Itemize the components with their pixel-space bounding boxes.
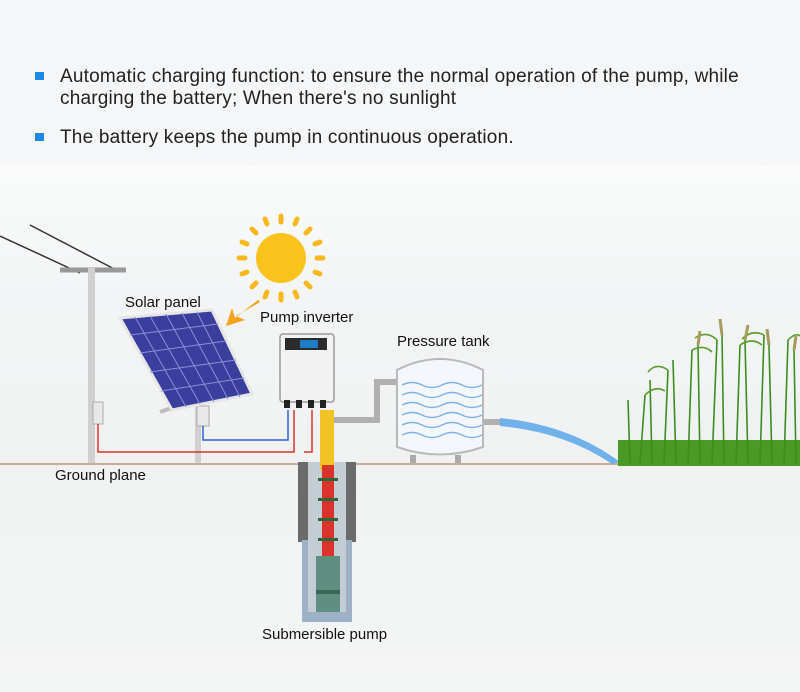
- bullet-marker: [35, 133, 44, 141]
- submersible-pump-label: Submersible pump: [262, 626, 388, 643]
- sunlight-arrow-icon: [226, 300, 260, 326]
- utility-pole: [88, 268, 95, 464]
- submersible-pump-icon: [316, 556, 340, 612]
- bullet-text-1: Automatic charging function: to ensure t…: [60, 66, 739, 109]
- grass-field: [618, 318, 800, 466]
- pressure-tank-icon: [396, 358, 484, 463]
- water-spray: [500, 418, 620, 464]
- pole-junction-box: [92, 401, 104, 425]
- sun-icon: [236, 213, 326, 303]
- pump-inverter-label: Pump inverter: [260, 309, 354, 326]
- riser-pipe: [320, 410, 334, 470]
- solar-panel-icon: [117, 308, 255, 412]
- outlet-pipe: [330, 379, 400, 423]
- text-header: [0, 0, 800, 165]
- pressure-tank-label: Pressure tank: [397, 333, 490, 350]
- bullet-text-2: The battery keeps the pump in continuous…: [60, 127, 514, 148]
- wiring: [97, 410, 313, 453]
- ground-plane-label: Ground plane: [55, 467, 146, 484]
- power-lines: [0, 224, 126, 274]
- pump-inverter-icon: [279, 333, 335, 408]
- bullet-marker: [35, 72, 44, 80]
- solar-panel-label: Solar panel: [125, 294, 201, 311]
- panel-stand: [195, 395, 201, 463]
